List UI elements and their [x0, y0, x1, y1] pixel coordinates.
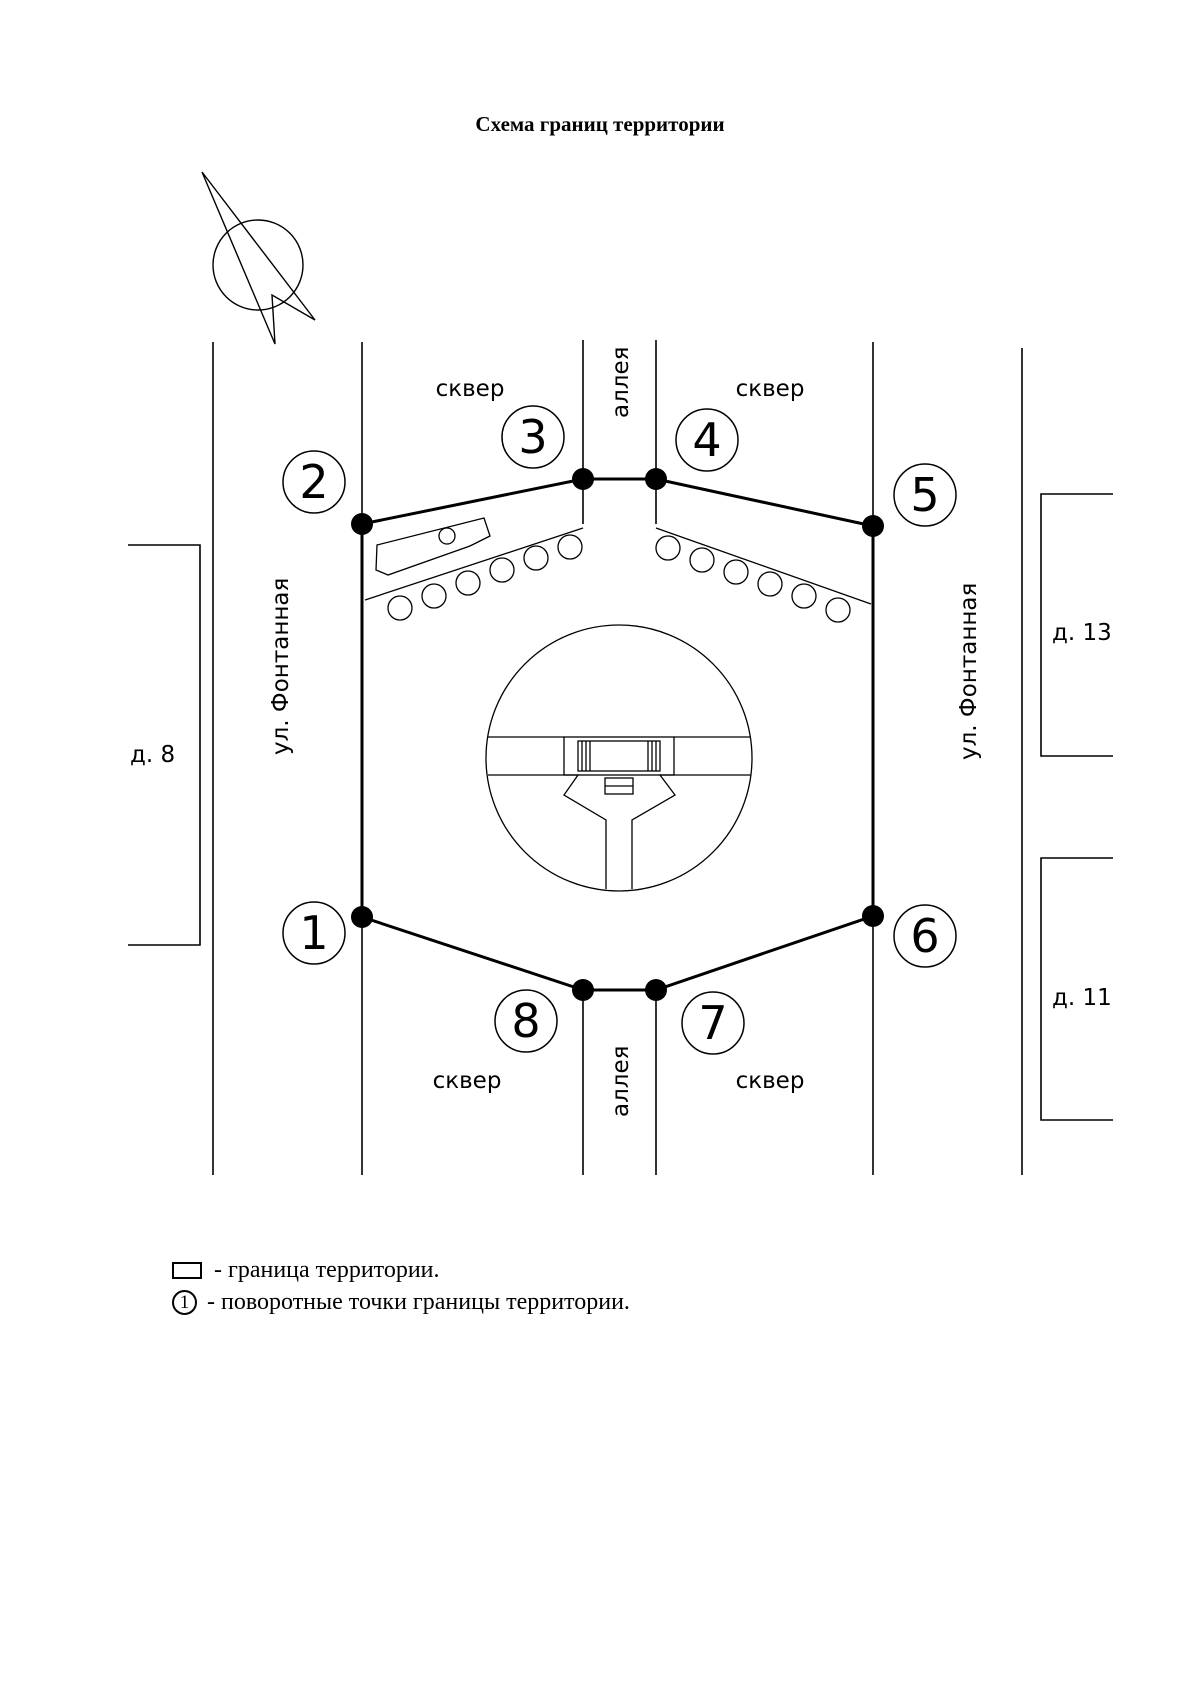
point-label-6: 6 [910, 909, 939, 963]
point-marker-8 [494, 989, 558, 1053]
point-marker-6 [893, 904, 957, 968]
boundary-vertices [351, 468, 884, 1001]
square-label: сквер [736, 1068, 805, 1094]
central-monument [485, 624, 753, 892]
point-marker-4 [675, 408, 739, 472]
vertex-7 [645, 979, 667, 1001]
vertex-8 [572, 979, 594, 1001]
street-label: ул. Фонтанная [268, 578, 294, 755]
territory-boundary [360, 477, 875, 992]
alley-label: аллея [608, 347, 634, 418]
boundary-legend-icon [172, 1262, 202, 1279]
square-label: сквер [433, 1068, 502, 1094]
point-label-3: 3 [518, 410, 547, 464]
point-legend-icon: 1 [172, 1290, 197, 1315]
point-label-1: 1 [299, 906, 328, 960]
vertex-5 [862, 515, 884, 537]
point-label-7: 7 [698, 996, 727, 1050]
square-label: сквер [736, 376, 805, 402]
building-label: д. 8 [130, 742, 175, 768]
vertex-6 [862, 905, 884, 927]
legend-points: 1 - поворотные точки границы территории. [172, 1289, 630, 1316]
building-label: д. 13 [1052, 620, 1112, 646]
street-label: ул. Фонтанная [956, 583, 982, 760]
page-title: Схема границ территории [475, 112, 725, 136]
square-label: сквер [436, 376, 505, 402]
point-label-8: 8 [511, 994, 540, 1048]
point-label-2: 2 [299, 455, 328, 509]
alley-label: аллея [608, 1046, 634, 1117]
building-label: д. 11 [1052, 985, 1112, 1011]
planting-strips [364, 517, 872, 623]
point-marker-7 [681, 991, 745, 1055]
vertex-2 [351, 513, 373, 535]
vertex-1 [351, 906, 373, 928]
legend-boundary-text: - граница территории. [214, 1257, 440, 1283]
legend-boundary: - граница территории. [172, 1257, 440, 1284]
point-label-4: 4 [692, 413, 721, 467]
point-marker-1 [282, 901, 346, 965]
point-marker-3 [501, 405, 565, 469]
legend-points-text: - поворотные точки границы территории. [207, 1289, 630, 1315]
point-marker-5 [893, 463, 957, 527]
vertex-4 [645, 468, 667, 490]
point-label-5: 5 [910, 468, 939, 522]
vertex-3 [572, 468, 594, 490]
north-arrow-icon [201, 171, 316, 345]
buildings [128, 493, 1113, 1121]
point-marker-2 [282, 450, 346, 514]
